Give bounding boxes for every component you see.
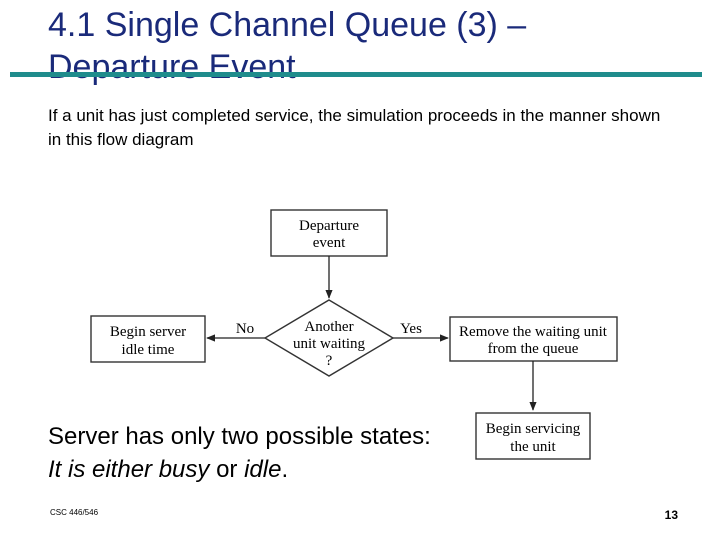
states-busy: It is either busy [48,456,210,483]
remove-line1: Remove the waiting unit [459,324,608,340]
begin-servicing-box: Begin servicing the unit [475,412,591,460]
slide-title: 4.1 Single Channel Queue (3) – Departure… [48,4,688,88]
idle-line2: idle time [122,342,175,358]
remove-unit-box: Remove the waiting unit from the queue [449,316,618,362]
page-number: 13 [664,508,678,522]
server-states-text: Server has only two possible states: It … [48,420,448,486]
decision-line1: Another [304,319,353,335]
decision-diamond: Another unit waiting ? [263,299,395,377]
decision-line3: ? [326,353,333,369]
intro-text: If a unit has just completed service, th… [48,106,661,149]
decision-line2: unit waiting [293,336,366,352]
remove-line2: from the queue [488,341,579,357]
states-idle: idle [244,456,282,483]
departure-line1: Departure [299,218,359,234]
states-or: or [209,456,245,483]
service-line1: Begin servicing [486,421,581,437]
idle-time-box: Begin server idle time [90,315,206,363]
states-period: . [281,456,289,483]
course-footer: CSC 446/546 [50,508,99,517]
idle-line1: Begin server [110,324,186,340]
slide-title-line2: Departure Event [48,48,296,86]
states-prefix: Server has only two possible states: [48,423,431,450]
title-divider [10,72,702,77]
yes-label: Yes [400,321,422,337]
service-line2: the unit [510,439,556,455]
no-label: No [236,321,254,337]
departure-event-box: Departure event [270,209,388,257]
slide-title-line1: 4.1 Single Channel Queue (3) – [48,6,527,44]
departure-line2: event [313,235,346,251]
